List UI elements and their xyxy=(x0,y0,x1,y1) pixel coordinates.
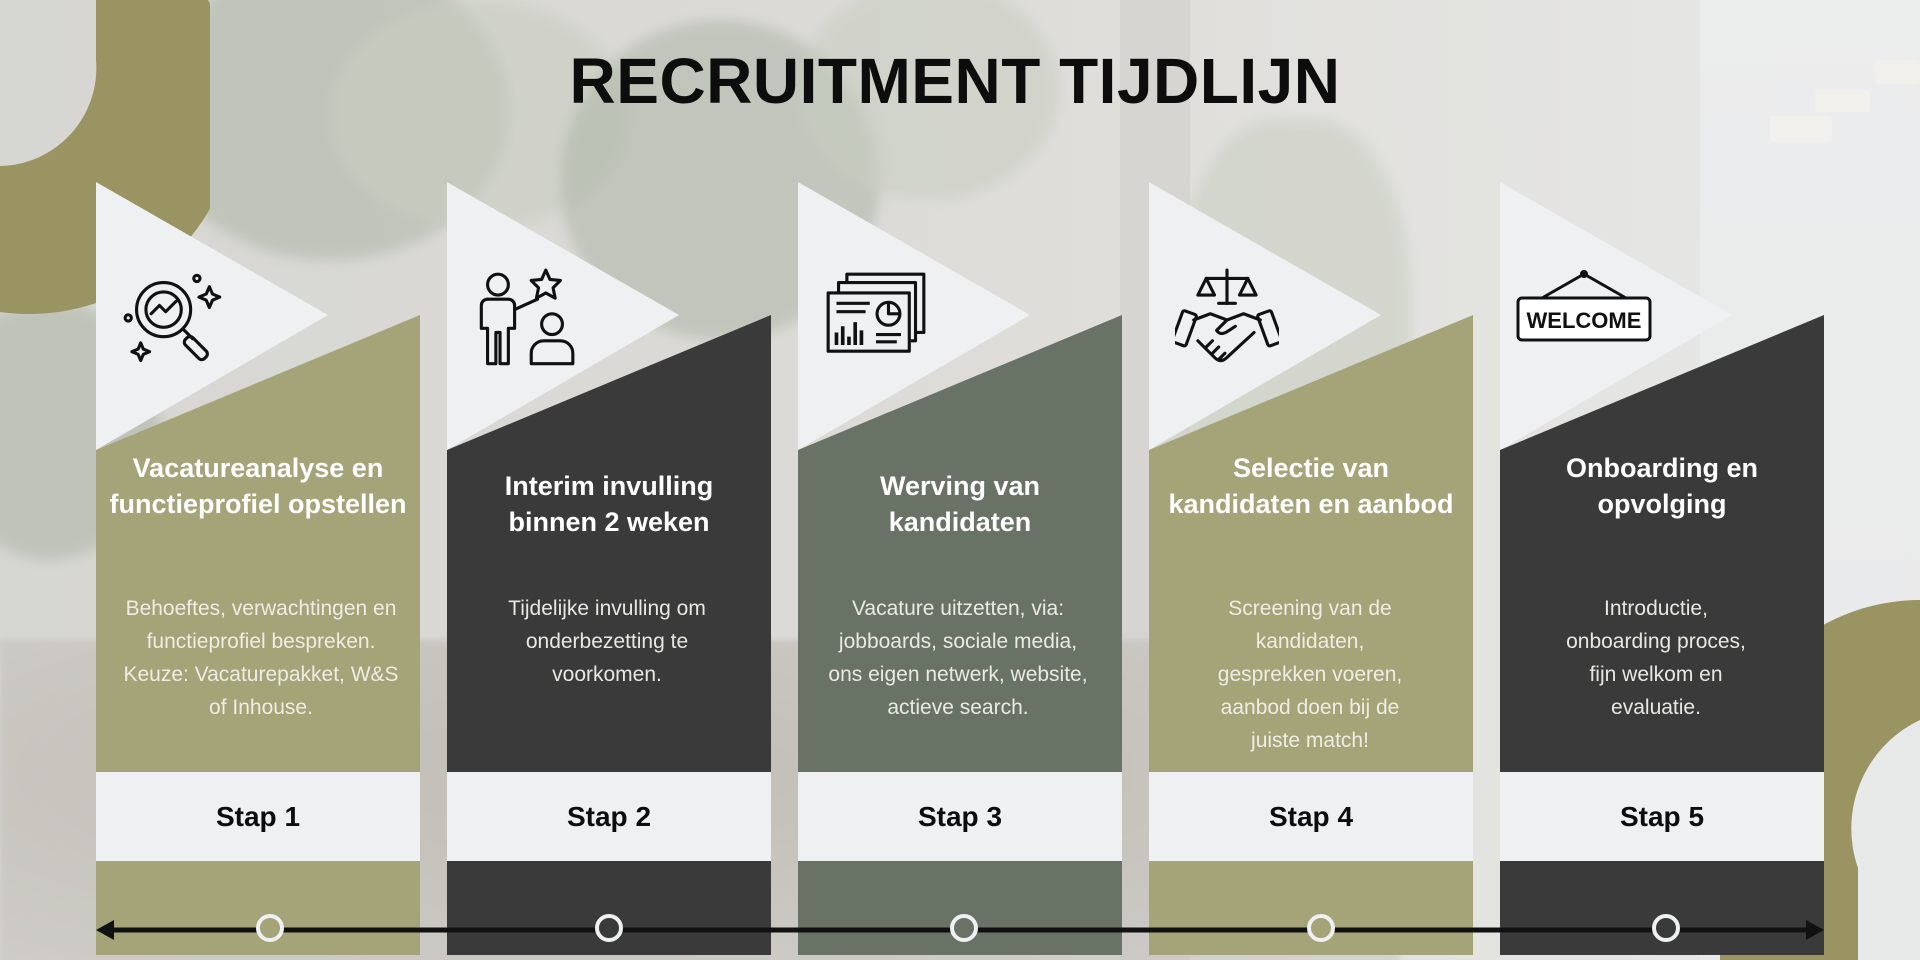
magnifier-analysis-icon xyxy=(123,273,222,363)
step-card-1-heading: Vacatureanalyse en functieprofiel opstel… xyxy=(109,453,407,519)
step-card-3-description: Vacature uitzetten, via: jobboards, soci… xyxy=(828,597,1088,719)
welcome-sign-text: WELCOME xyxy=(1527,308,1642,333)
step-card-2-footer: Stap 2 xyxy=(447,772,771,861)
timeline-arrow-left-icon xyxy=(96,920,114,940)
step-card-4-description: Screening van de kandidaten, gesprekken … xyxy=(1217,597,1403,752)
welcome-sign-icon: WELCOME xyxy=(1516,270,1652,342)
step-card-5-footer: Stap 5 xyxy=(1500,772,1824,861)
page-title: RECRUITMENT TIJDLIJN xyxy=(569,45,1341,117)
step-card-3-heading: Werving van kandidaten xyxy=(879,471,1041,537)
timeline-arrow-right-icon xyxy=(1806,920,1824,940)
step-card-5-label: Stap 5 xyxy=(1619,800,1705,832)
step-card-4-heading: Selectie van kandidaten en aanbod xyxy=(1168,453,1454,519)
timeline-node-5 xyxy=(1652,914,1680,942)
step-card-2: Interim invulling binnen 2 weken Tijdeli… xyxy=(447,182,771,955)
documents-report-icon xyxy=(826,272,926,353)
step-card-4-footer: Stap 4 xyxy=(1149,772,1473,861)
step-card-5-heading: Onboarding en opvolging xyxy=(1566,453,1758,519)
step-card-2-description: Tijdelijke invulling om onderbezetting t… xyxy=(508,597,706,686)
timeline-node-4 xyxy=(1307,914,1335,942)
step-card-1: Vacatureanalyse en functieprofiel opstel… xyxy=(96,182,420,955)
step-card-3-footer: Stap 3 xyxy=(798,772,1122,861)
timeline-node-3 xyxy=(950,914,978,942)
step-card-4-triangle xyxy=(1149,182,1381,450)
timeline xyxy=(96,862,1824,942)
step-card-1-footer: Stap 1 xyxy=(96,772,420,861)
timeline-node-2 xyxy=(595,914,623,942)
step-card-4-label: Stap 4 xyxy=(1268,800,1354,832)
step-card-2-triangle xyxy=(447,182,679,450)
step-card-2-heading: Interim invulling binnen 2 weken xyxy=(504,471,714,537)
step-card-3: Werving van kandidaten Vacature uitzette… xyxy=(798,182,1122,955)
person-star-candidate-icon xyxy=(479,268,575,366)
scales-handshake-icon xyxy=(1175,268,1279,363)
step-card-2-label: Stap 2 xyxy=(566,800,652,832)
timeline-node-1 xyxy=(256,914,284,942)
step-card-1-description: Behoeftes, verwachtingen en functieprofi… xyxy=(123,597,399,719)
step-card-4: Selectie van kandidaten en aanbod Screen… xyxy=(1149,182,1473,955)
step-card-1-label: Stap 1 xyxy=(215,800,301,832)
step-card-5: WELCOME Onboarding en opvolging Introduc… xyxy=(1500,182,1824,955)
step-card-3-label: Stap 3 xyxy=(917,800,1003,832)
step-card-5-description: Introductie, onboarding proces, fijn wel… xyxy=(1566,597,1746,719)
step-card-1-triangle xyxy=(96,182,328,450)
